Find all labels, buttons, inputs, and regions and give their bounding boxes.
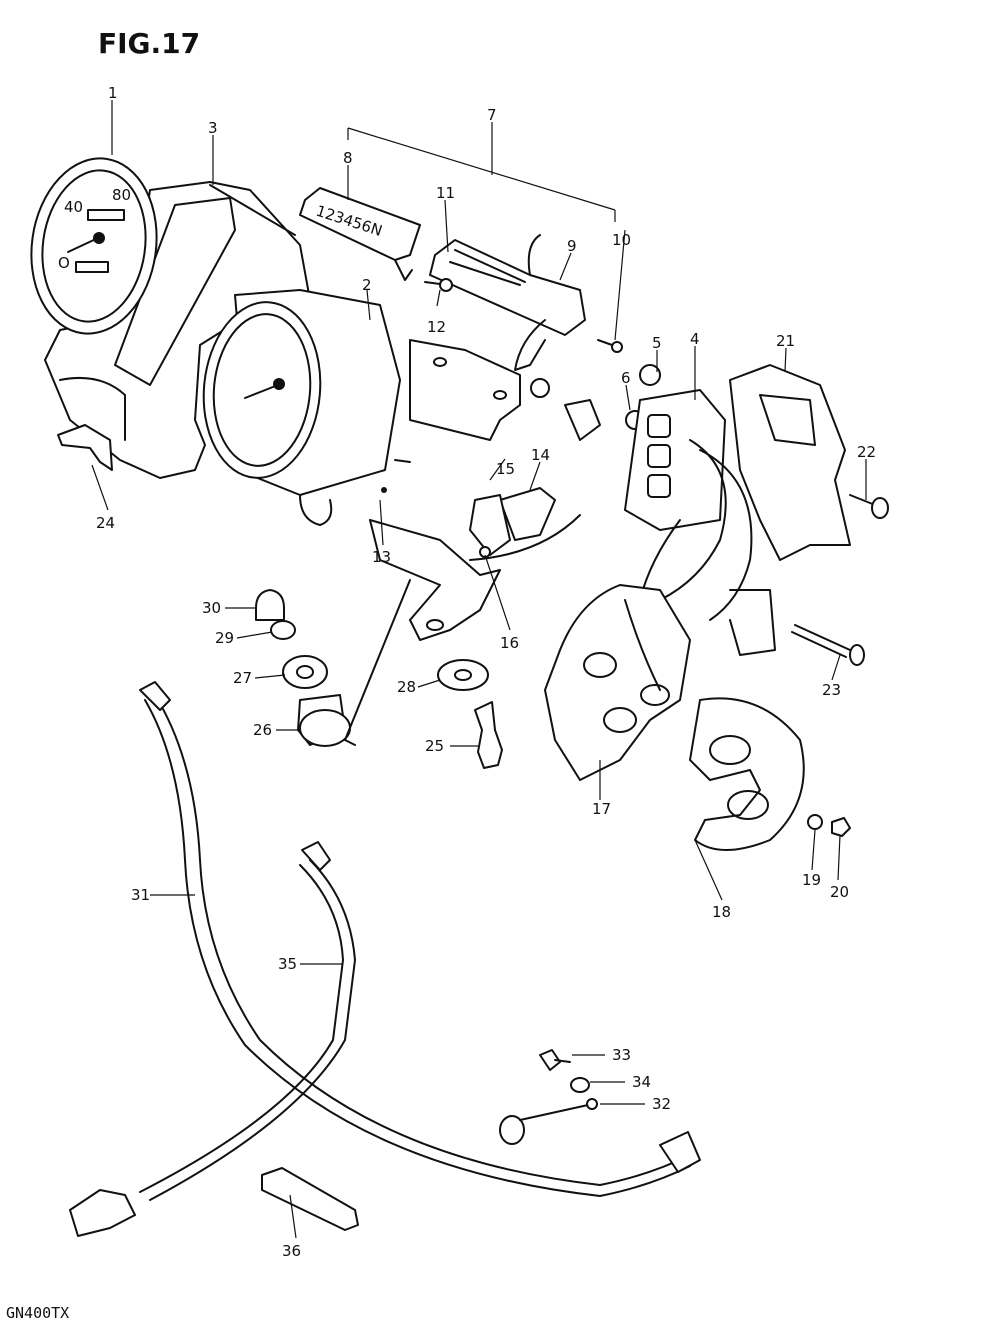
callout-25: 25 <box>425 737 444 755</box>
callout-17: 17 <box>592 800 611 818</box>
cable-clamp <box>261 1167 359 1231</box>
callout-9: 9 <box>567 237 577 255</box>
callout-26: 26 <box>253 721 272 739</box>
washer-28 <box>437 659 489 691</box>
callout-16: 16 <box>500 634 519 652</box>
speedometer-cable <box>139 681 701 1197</box>
nut-20 <box>831 817 851 837</box>
tachometer-cable <box>69 841 356 1237</box>
callout-2: 2 <box>362 276 372 294</box>
svg-text:40: 40 <box>64 198 83 216</box>
damper-rubber <box>469 487 581 561</box>
gear-indicator: 123456N <box>299 187 421 281</box>
screw-22 <box>849 494 889 519</box>
retainer-32 <box>499 1098 598 1145</box>
callout-24: 24 <box>96 514 115 532</box>
callout-32: 32 <box>652 1095 671 1113</box>
group-7-bracket <box>347 122 616 222</box>
callout-12: 12 <box>427 318 446 336</box>
callout-19: 19 <box>802 871 821 889</box>
callout-35: 35 <box>278 955 297 973</box>
callout-34: 34 <box>632 1073 651 1091</box>
screw-12 <box>424 278 453 292</box>
callout-33: 33 <box>612 1046 631 1064</box>
lower-cover <box>544 584 691 781</box>
wiring-harness <box>624 389 753 621</box>
callout-11: 11 <box>436 184 455 202</box>
callout-13: 13 <box>372 548 391 566</box>
mounting-stack <box>255 579 411 747</box>
svg-text:O: O <box>58 254 70 272</box>
lamp-clip <box>57 424 113 471</box>
callout-20: 20 <box>830 883 849 901</box>
callout-28: 28 <box>397 678 416 696</box>
washer-34 <box>570 1077 590 1093</box>
screw-10 <box>597 339 623 353</box>
callout-4: 4 <box>690 330 700 348</box>
svg-text:80: 80 <box>112 186 131 204</box>
leader-lines <box>91 100 867 1239</box>
callout-14: 14 <box>531 446 550 464</box>
bolt-25 <box>474 701 503 769</box>
callout-1: 1 <box>108 84 118 102</box>
callout-22: 22 <box>857 443 876 461</box>
callout-6: 6 <box>621 369 631 387</box>
callout-23: 23 <box>822 681 841 699</box>
callout-27: 27 <box>233 669 252 687</box>
figure-title: FIG.17 <box>98 27 200 60</box>
callout-29: 29 <box>215 629 234 647</box>
callout-5: 5 <box>652 334 662 352</box>
callout-31: 31 <box>131 886 150 904</box>
callout-21: 21 <box>776 332 795 350</box>
rear-cover <box>689 697 805 851</box>
callout-numbers: 1 2 3 4 5 6 7 8 9 10 11 12 13 14 15 16 1… <box>96 84 876 1260</box>
tachometer <box>202 289 411 526</box>
callout-7: 7 <box>487 106 497 124</box>
callout-18: 18 <box>712 903 731 921</box>
callout-10: 10 <box>612 231 631 249</box>
callout-3: 3 <box>208 119 218 137</box>
callout-8: 8 <box>343 149 353 167</box>
model-code: GN400TX <box>6 1304 69 1322</box>
washer-19 <box>807 814 823 830</box>
callout-15: 15 <box>496 460 515 478</box>
lower-bracket <box>369 487 501 641</box>
right-meter-case <box>729 364 851 656</box>
speedometer: O 40 80 <box>30 157 158 335</box>
meter-bracket <box>409 339 521 441</box>
callout-36: 36 <box>282 1242 301 1260</box>
bolt-33 <box>539 1049 571 1071</box>
callout-30: 30 <box>202 599 221 617</box>
screw-23 <box>791 624 865 666</box>
